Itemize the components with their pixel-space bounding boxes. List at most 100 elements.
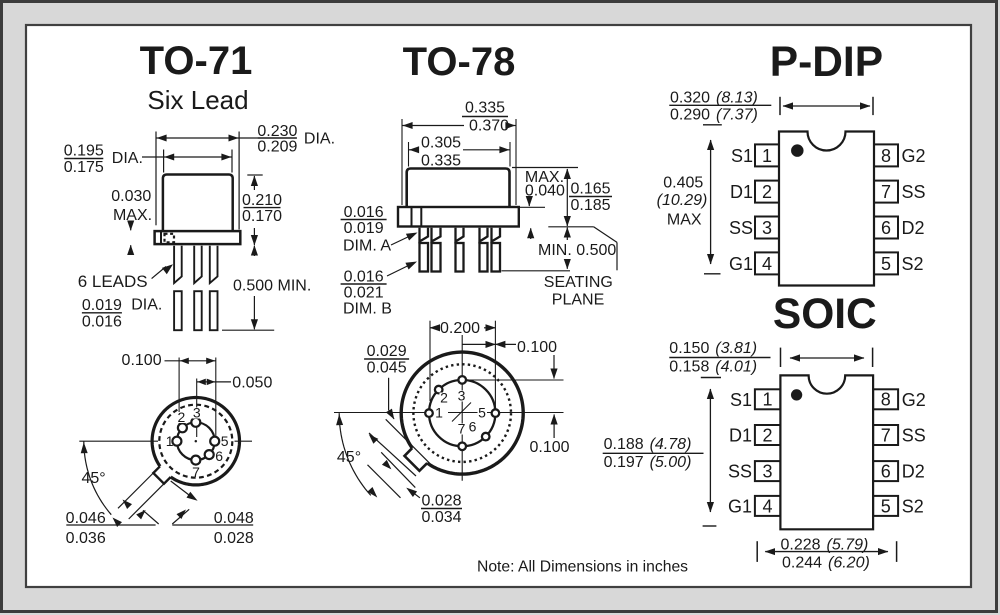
svg-text:0.016: 0.016: [82, 313, 122, 330]
svg-text:SS: SS: [902, 426, 926, 446]
svg-text:(6.20): (6.20): [828, 555, 870, 572]
svg-text:3: 3: [458, 388, 466, 404]
svg-text:(10.29): (10.29): [657, 192, 708, 209]
svg-text:Note: All Dimensions in inches: Note: All Dimensions in inches: [477, 559, 688, 576]
svg-text:S1: S1: [730, 390, 752, 410]
svg-text:0.500 MIN.: 0.500 MIN.: [233, 278, 311, 295]
svg-text:0.046: 0.046: [66, 510, 106, 527]
svg-text:TO-78: TO-78: [403, 40, 516, 84]
svg-text:4: 4: [762, 254, 772, 274]
svg-text:TO-71: TO-71: [140, 39, 253, 83]
svg-text:0.244: 0.244: [782, 555, 822, 572]
svg-text:0.021: 0.021: [344, 285, 384, 302]
svg-text:SEATING: SEATING: [544, 274, 613, 291]
svg-text:0.200: 0.200: [440, 320, 480, 337]
svg-text:DIA.: DIA.: [304, 131, 335, 148]
svg-text:0.210: 0.210: [242, 192, 282, 209]
svg-text:0.188: 0.188: [604, 436, 644, 453]
svg-text:1: 1: [762, 146, 772, 166]
svg-text:2: 2: [762, 425, 772, 445]
svg-text:D1: D1: [729, 426, 752, 446]
svg-text:6: 6: [881, 462, 891, 482]
svg-text:2: 2: [440, 390, 448, 406]
svg-text:(7.37): (7.37): [716, 107, 758, 124]
svg-text:0.305: 0.305: [421, 134, 461, 151]
svg-text:0.100: 0.100: [517, 339, 557, 356]
svg-text:G2: G2: [902, 390, 926, 410]
svg-text:6 LEADS: 6 LEADS: [78, 272, 148, 291]
svg-text:7: 7: [192, 464, 200, 480]
svg-text:7: 7: [881, 182, 891, 202]
svg-text:0.320: 0.320: [670, 90, 710, 107]
svg-text:0.019: 0.019: [344, 220, 384, 237]
svg-text:0.197: 0.197: [604, 454, 644, 471]
svg-text:D2: D2: [902, 218, 925, 238]
svg-text:0.100: 0.100: [122, 352, 162, 369]
svg-text:G2: G2: [902, 146, 926, 166]
svg-text:45°: 45°: [81, 470, 105, 487]
svg-text:1: 1: [762, 390, 772, 410]
svg-text:1: 1: [166, 433, 174, 449]
svg-text:8: 8: [881, 390, 891, 410]
svg-text:DIM. B: DIM. B: [343, 301, 392, 318]
svg-text:0.029: 0.029: [367, 343, 407, 360]
svg-text:0.028: 0.028: [214, 530, 254, 547]
svg-text:0.016: 0.016: [344, 204, 384, 221]
svg-text:7: 7: [458, 421, 466, 437]
svg-text:0.209: 0.209: [257, 139, 297, 156]
svg-text:0.045: 0.045: [367, 360, 407, 377]
svg-text:4: 4: [762, 496, 772, 516]
svg-text:7: 7: [881, 425, 891, 445]
svg-text:3: 3: [762, 462, 772, 482]
svg-text:0.016: 0.016: [344, 269, 384, 286]
svg-text:SS: SS: [902, 182, 926, 202]
svg-text:6: 6: [215, 448, 223, 464]
svg-text:0.048: 0.048: [214, 510, 254, 527]
svg-text:0.050: 0.050: [232, 375, 272, 392]
svg-text:DIA.: DIA.: [112, 150, 143, 167]
svg-text:MAX: MAX: [667, 212, 702, 229]
svg-text:0.040: 0.040: [525, 183, 565, 200]
svg-text:0.036: 0.036: [66, 530, 106, 547]
svg-text:(5.00): (5.00): [650, 454, 692, 471]
svg-text:0.195: 0.195: [64, 143, 104, 160]
svg-text:0.028: 0.028: [421, 493, 461, 510]
svg-text:0.150: 0.150: [669, 340, 709, 357]
svg-text:G1: G1: [729, 254, 753, 274]
svg-text:0.335: 0.335: [465, 99, 505, 116]
svg-text:5: 5: [881, 254, 891, 274]
svg-text:MIN. 0.500: MIN. 0.500: [538, 242, 616, 259]
svg-text:(8.13): (8.13): [716, 90, 758, 107]
svg-text:PLANE: PLANE: [552, 292, 604, 309]
svg-text:8: 8: [881, 146, 891, 166]
svg-text:0.228: 0.228: [781, 537, 821, 554]
svg-text:0.170: 0.170: [242, 208, 282, 225]
svg-text:0.290: 0.290: [670, 107, 710, 124]
svg-text:6: 6: [469, 419, 477, 435]
svg-text:3: 3: [193, 405, 201, 421]
svg-text:SOIC: SOIC: [773, 291, 877, 338]
svg-text:(4.01): (4.01): [715, 359, 757, 376]
svg-text:2: 2: [178, 409, 186, 425]
svg-text:2: 2: [762, 182, 772, 202]
svg-text:(5.79): (5.79): [827, 537, 869, 554]
svg-text:0.175: 0.175: [64, 159, 104, 176]
svg-text:MAX.: MAX.: [113, 207, 152, 224]
svg-text:P-DIP: P-DIP: [770, 39, 883, 86]
svg-text:(4.78): (4.78): [650, 436, 692, 453]
svg-text:(3.81): (3.81): [715, 340, 757, 357]
svg-text:SS: SS: [729, 218, 753, 238]
svg-text:S2: S2: [902, 254, 924, 274]
svg-text:S1: S1: [731, 146, 753, 166]
svg-text:5: 5: [881, 496, 891, 516]
svg-text:6: 6: [881, 218, 891, 238]
svg-text:DIA.: DIA.: [131, 297, 162, 314]
svg-text:5: 5: [478, 405, 486, 421]
svg-text:1: 1: [435, 405, 443, 421]
svg-text:0.034: 0.034: [421, 509, 461, 526]
svg-text:0.019: 0.019: [82, 297, 122, 314]
svg-text:0.185: 0.185: [570, 197, 610, 214]
svg-text:5: 5: [221, 433, 229, 449]
svg-text:Six Lead: Six Lead: [147, 85, 248, 115]
svg-text:MAX.: MAX.: [525, 169, 564, 186]
